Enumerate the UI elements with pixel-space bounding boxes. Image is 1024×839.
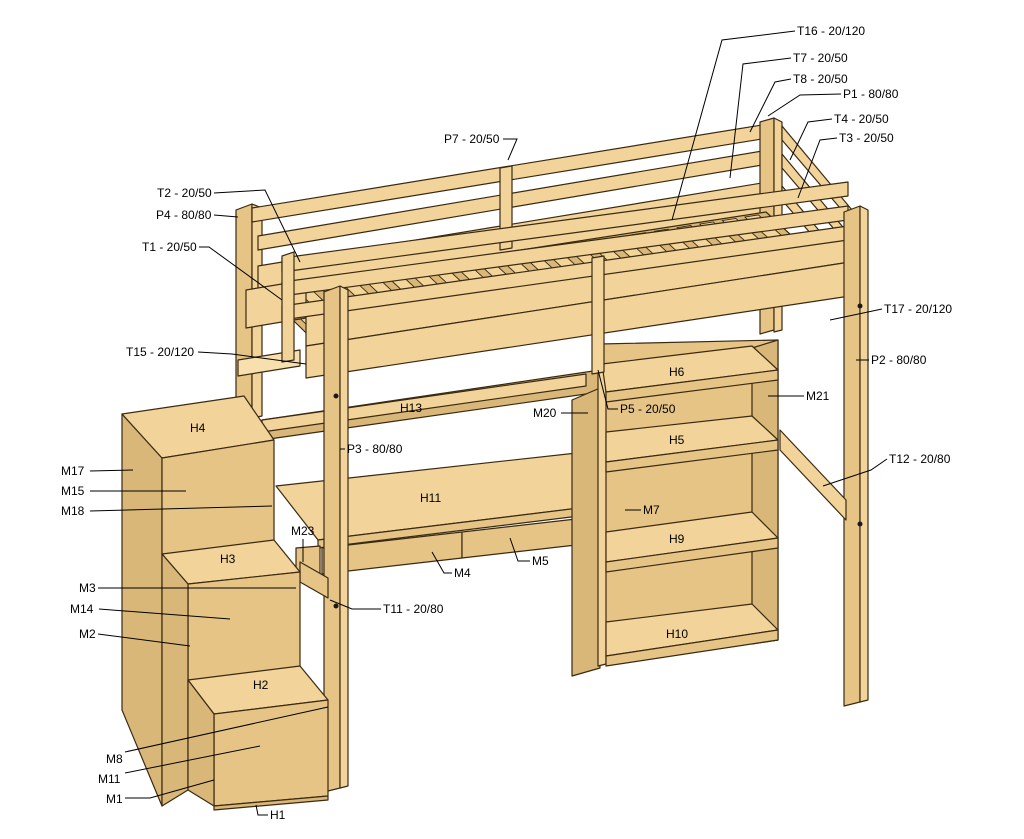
- side-m21: [751, 339, 779, 645]
- staircase: [121, 395, 329, 811]
- callout-t11: T11 - 20/80: [383, 602, 444, 616]
- label-h10: H10: [666, 627, 688, 641]
- box-m11-front: [213, 699, 329, 807]
- stair-left-side: [121, 413, 163, 807]
- leader-line-m14: [98, 608, 231, 620]
- callout-t7: T7 - 20/50: [793, 51, 848, 65]
- callout-m17: M17: [61, 464, 85, 478]
- callout-m1: M1: [106, 792, 123, 806]
- brace-t12: [779, 429, 847, 521]
- leader-line-t16: [671, 30, 796, 221]
- shelf-unit-left-side: [571, 387, 601, 677]
- leader-line-t4: [789, 118, 833, 161]
- callout-m21: M21: [806, 389, 830, 403]
- callout-t17: T17 - 20/120: [884, 302, 952, 316]
- leader-line-t8: [749, 78, 792, 133]
- bolt: [333, 603, 339, 609]
- callout-h1: H1: [270, 808, 286, 822]
- guard-post-left: [281, 251, 295, 363]
- leader-line-t3: [797, 137, 838, 199]
- callout-t12: T12 - 20/80: [889, 452, 951, 466]
- label-h5: H5: [669, 433, 685, 447]
- leader-line-m5: [509, 537, 530, 562]
- callout-t4: T4 - 20/50: [834, 112, 889, 126]
- post-p3-side: [339, 285, 349, 789]
- callout-m20: M20: [533, 406, 557, 420]
- callout-t16: T16 - 20/120: [797, 24, 865, 38]
- callout-m3: M3: [79, 581, 96, 595]
- post-p2: [843, 205, 861, 707]
- callout-t15: T15 - 20/120: [126, 345, 194, 359]
- label-h6: H6: [669, 365, 685, 379]
- leader-line-h1: [255, 804, 268, 816]
- label-h4: H4: [190, 421, 206, 435]
- callout-m14: M14: [70, 602, 94, 616]
- callout-m7: M7: [643, 503, 660, 517]
- edge-m20: [597, 367, 607, 667]
- shelf-h10-edge: [605, 629, 779, 667]
- post-p2-side: [859, 205, 869, 703]
- callout-p1: P1 - 80/80: [843, 87, 899, 101]
- post-p5: [591, 255, 605, 375]
- callout-p3: P3 - 80/80: [347, 442, 403, 456]
- box-m15-front: [161, 439, 275, 555]
- base-h1: [213, 795, 329, 811]
- part-labels: H4 H3 H2 H6 H5 H9 H10 H11 H13: [190, 365, 688, 692]
- stair-mid-side: [161, 553, 189, 807]
- shelf-h9-edge: [605, 537, 779, 573]
- shelf-unit: [571, 339, 779, 677]
- leader-line-p4: [213, 214, 239, 218]
- callout-p5: P5 - 20/50: [620, 402, 676, 416]
- leader-line-t1: [199, 246, 283, 301]
- callout-p4: P4 - 80/80: [156, 208, 212, 222]
- callout-t1: T1 - 20/50: [142, 240, 197, 254]
- leader-line-t2: [213, 189, 301, 263]
- label-h2: H2: [253, 678, 269, 692]
- leader-line-p7: [503, 138, 518, 161]
- callout-m8: M8: [106, 752, 123, 766]
- front-frame: [281, 181, 869, 793]
- leader-line-m11: [124, 745, 261, 774]
- shelf-h6-edge: [605, 369, 779, 403]
- leader-line-t11: [329, 599, 381, 610]
- leader-line-m2: [97, 633, 191, 647]
- shelf-h5-edge: [605, 439, 779, 473]
- bolt: [857, 521, 863, 527]
- callout-m15: M15: [61, 484, 85, 498]
- callout-t3: T3 - 20/50: [839, 131, 894, 145]
- callout-m11: M11: [98, 772, 121, 786]
- leader-line-p5: [597, 369, 618, 410]
- callout-m23: M23: [291, 524, 315, 538]
- callout-m4: M4: [454, 566, 471, 580]
- leader-line-m1: [125, 779, 215, 799]
- callout-t2: T2 - 20/50: [157, 186, 212, 200]
- bolt: [333, 393, 339, 399]
- callout-m5: M5: [532, 554, 549, 568]
- leader-line-p1: [767, 93, 842, 117]
- leader-line-m4: [431, 551, 452, 574]
- callout-m18: M18: [61, 504, 85, 518]
- leader-line-t7: [729, 57, 792, 179]
- leader-line-t15: [197, 351, 307, 365]
- callout-p2: P2 - 80/80: [871, 353, 927, 367]
- callout-p7: P7 - 20/50: [444, 132, 500, 146]
- callout-m2: M2: [79, 627, 96, 641]
- shelf-h13: [261, 373, 587, 433]
- label-h11: H11: [420, 491, 441, 505]
- label-h9: H9: [669, 532, 685, 546]
- callout-t8: T8 - 20/50: [793, 72, 848, 86]
- label-h13: H13: [400, 401, 422, 415]
- leader-line-t17: [829, 308, 883, 321]
- leader-line-m17: [89, 469, 134, 472]
- bolt: [857, 303, 863, 309]
- leader-line-m8: [124, 706, 329, 753]
- leader-line-m18: [89, 505, 273, 512]
- label-h3: H3: [220, 552, 236, 566]
- leader-line-t12: [822, 458, 888, 487]
